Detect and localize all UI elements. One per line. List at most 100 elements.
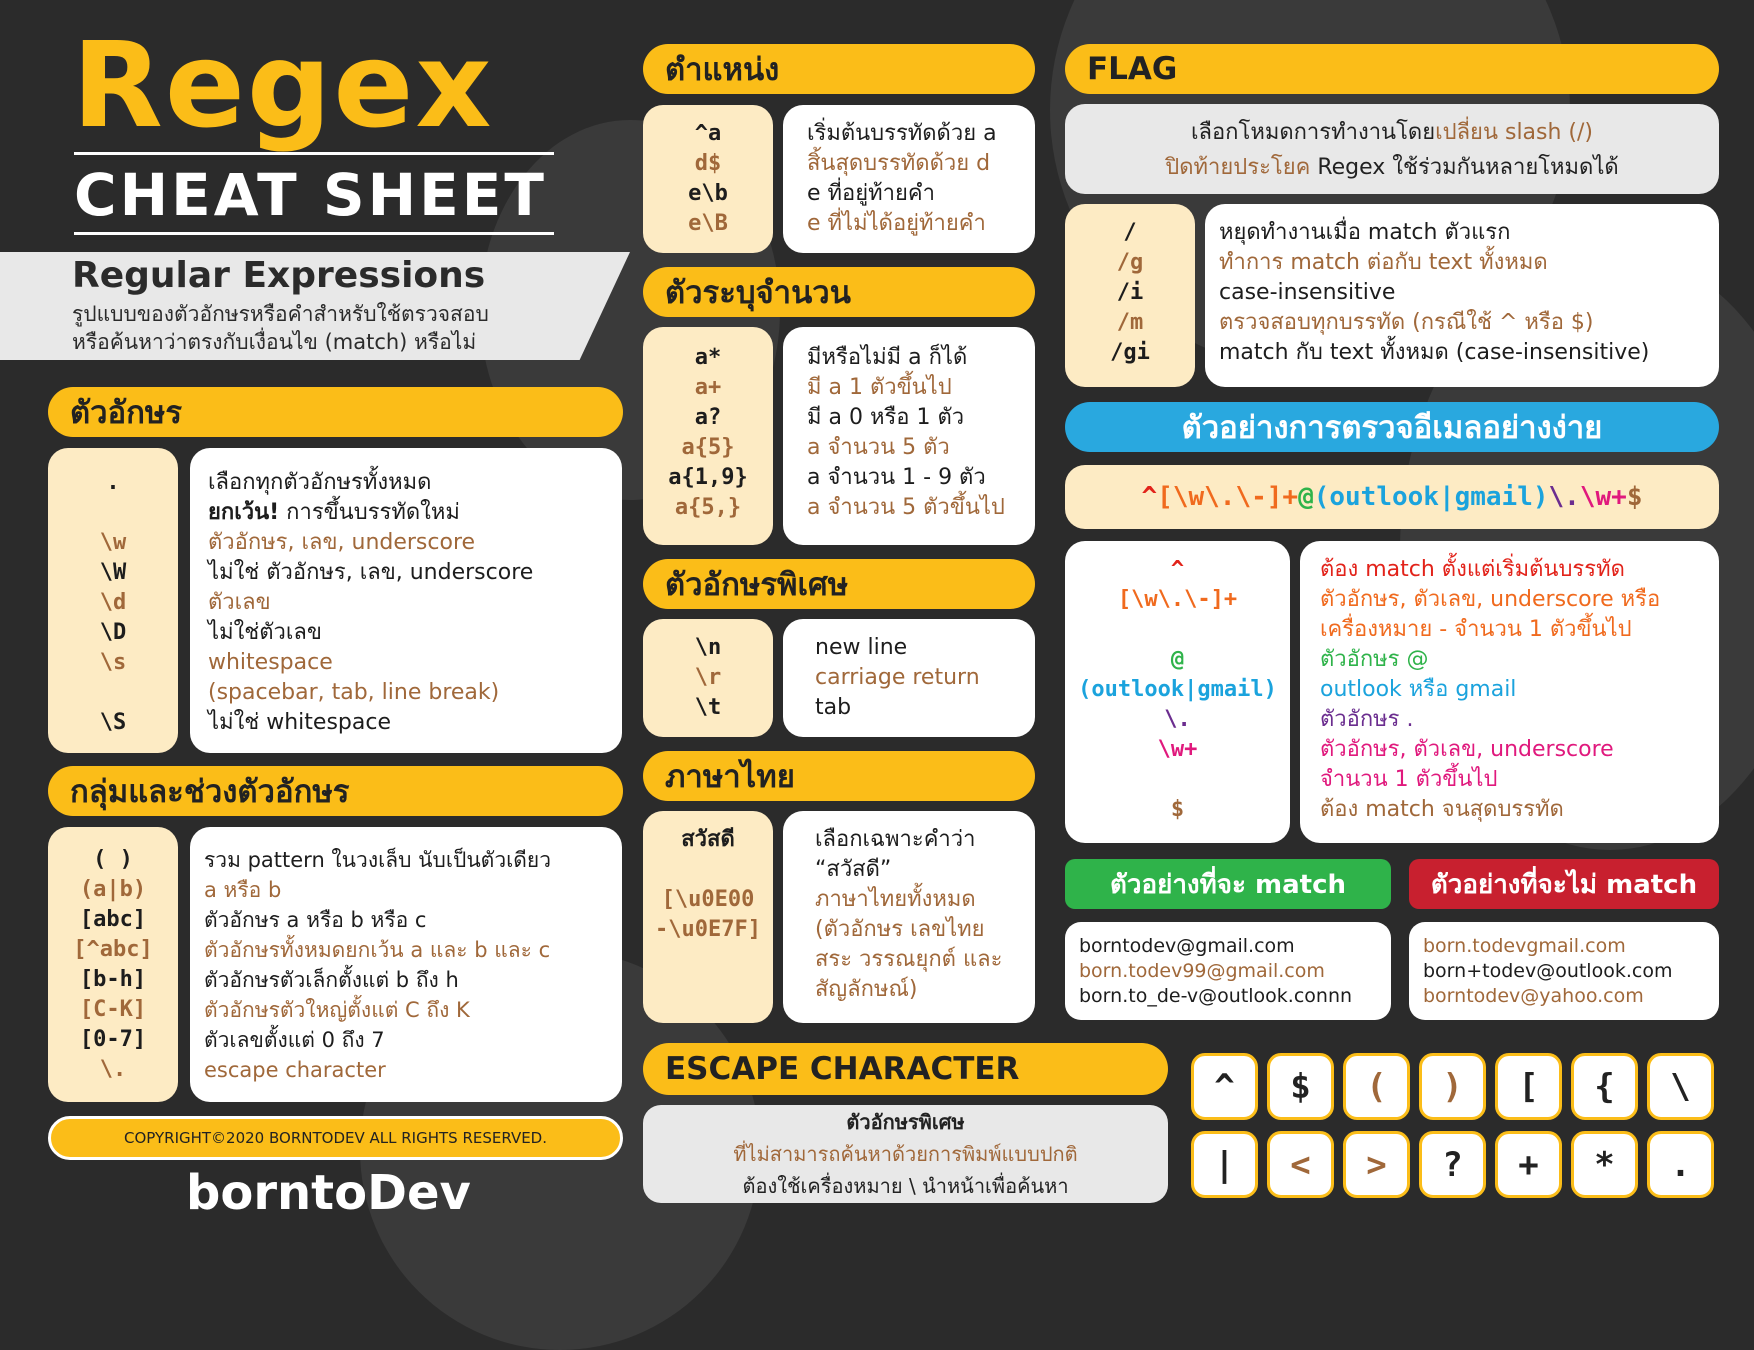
desc: เลือกทุกตัวอักษรทั้งหมด	[208, 470, 432, 495]
desc: a จำนวน 5 ตัว	[807, 435, 950, 460]
code: \S	[99, 710, 127, 735]
code: \w+	[1157, 737, 1198, 762]
code: e\B	[688, 211, 728, 236]
desc: e ที่อยู่ท้ายคำ	[807, 181, 935, 206]
desc: (spacebar, tab, line break)	[208, 680, 500, 705]
code: -\u0E7F]	[655, 917, 761, 942]
code: สวัสดี	[681, 827, 735, 852]
code: \d	[99, 590, 127, 615]
regex-part: $	[1626, 482, 1643, 512]
desc: a หรือ b	[204, 878, 282, 902]
section-header-quantifier: ตัวระบุจำนวน	[643, 267, 1035, 317]
section-header-escape: ESCAPE CHARACTER	[643, 1043, 1168, 1095]
desc: การขึ้นบรรทัดใหม่	[286, 500, 460, 525]
escape-key: +	[1495, 1131, 1562, 1198]
escape-line: ที่ไม่สามารถค้นหาด้วยการพิมพ์แบบปกติ	[733, 1142, 1078, 1166]
flag-intro-text: เลือกโหมดการทำงานโดย	[1190, 120, 1436, 145]
section-header-flag: FLAG	[1065, 44, 1719, 94]
desc: ตัวอักษร @	[1320, 647, 1429, 672]
email-codes: ^ [\w\.\-]+ @ (outlook|gmail) \. \w+ $	[1065, 541, 1290, 843]
except-label: ยกเว้น!	[208, 500, 280, 525]
code: ( )	[93, 847, 133, 872]
desc: จำนวน 1 ตัวขึ้นไป	[1320, 767, 1498, 792]
desc: มี a 1 ตัวขึ้นไป	[807, 375, 952, 400]
desc: carriage return	[815, 665, 980, 690]
code: \t	[694, 695, 722, 720]
desc: ต้อง match ตั้งแต่เริ่มต้นบรรทัด	[1320, 557, 1625, 582]
code: @	[1170, 647, 1185, 672]
regex-part: [\w\.\-]+	[1157, 482, 1299, 512]
desc: เลือกเฉพาะคำว่า	[815, 827, 976, 852]
code: a{5}	[681, 435, 735, 460]
section-header-characters: ตัวอักษร	[48, 387, 623, 437]
desc: a จำนวน 1 - 9 ตัว	[807, 465, 986, 490]
code: e\b	[688, 181, 728, 206]
desc: a จำนวน 5 ตัวขึ้นไป	[807, 495, 1005, 520]
code: [\u0E00	[661, 887, 755, 912]
code: /g	[1116, 250, 1144, 275]
code: \W	[99, 560, 127, 585]
code: [\w\.\-]+	[1117, 587, 1238, 612]
groups-codes: ( ) (a|b) [abc] [^abc] [b-h] [C-K] [0-7]…	[48, 827, 178, 1102]
escape-key: {	[1571, 1053, 1638, 1120]
escape-key: >	[1343, 1131, 1410, 1198]
email-descriptions: ต้อง match ตั้งแต่เริ่มต้นบรรทัด ตัวอักษ…	[1300, 541, 1719, 843]
regex-part: \w+	[1579, 482, 1627, 512]
desc: เครื่องหมาย - จำนวน 1 ตัวขึ้นไป	[1320, 617, 1632, 642]
quantifier-codes: a* a+ a? a{5} a{1,9} a{5,}	[643, 327, 773, 545]
escape-line: ตัวอักษรพิเศษ	[846, 1110, 965, 1134]
desc: case-insensitive	[1219, 280, 1396, 305]
code: \w	[99, 530, 127, 555]
code: a?	[694, 405, 722, 430]
escape-key: ^	[1191, 1053, 1258, 1120]
desc: ตัวอักษร, ตัวเลข, underscore หรือ	[1320, 587, 1661, 612]
desc: ภาษาไทยทั้งหมด	[815, 887, 976, 912]
section-header-thai: ภาษาไทย	[643, 751, 1035, 801]
desc: รวม pattern ในวงเล็บ นับเป็นตัวเดียว	[204, 848, 552, 872]
code: d$	[694, 151, 722, 176]
match-header: ตัวอย่างที่จะ match	[1065, 859, 1391, 909]
desc: ตัวอักษรตัวเล็กตั้งแต่ b ถึง h	[204, 968, 459, 992]
section-header-special: ตัวอักษรพิเศษ	[643, 559, 1035, 609]
section-header-email: ตัวอย่างการตรวจอีเมลอย่างง่าย	[1065, 402, 1719, 452]
desc: สิ้นสุดบรรทัดด้วย d	[807, 151, 991, 176]
intro-text: รูปแบบของตัวอักษรหรือคำสำหรับใช้ตรวจสอบ	[72, 302, 489, 326]
code: \.	[99, 1057, 127, 1082]
quantifier-descriptions: มีหรือไม่มี a ก็ได้ มี a 1 ตัวขึ้นไป มี …	[783, 327, 1035, 545]
desc: (ตัวอักษร เลขไทย	[815, 917, 985, 942]
desc: tab	[815, 695, 852, 720]
regex-part: ^	[1141, 482, 1158, 512]
desc: ไม่ใช่ ตัวอักษร, เลข, underscore	[208, 560, 534, 585]
thai-codes: สวัสดี [\u0E00 -\u0E7F]	[643, 811, 773, 1023]
intro-heading: Regular Expressions	[72, 255, 486, 296]
desc: ตัวอักษรตัวใหญ่ตั้งแต่ C ถึง K	[204, 998, 470, 1022]
special-codes: \n \r \t	[643, 619, 773, 737]
desc: ไม่ใช่ whitespace	[208, 710, 391, 735]
code: a+	[694, 375, 722, 400]
code: (a|b)	[79, 877, 147, 902]
email-heading: ตัวอย่างการตรวจอีเมลอย่างง่าย	[1181, 410, 1603, 446]
code: /i	[1116, 280, 1144, 305]
regex-part: \.	[1548, 482, 1580, 512]
escape-key: (	[1343, 1053, 1410, 1120]
regex-part: @	[1298, 482, 1314, 512]
desc: มี a 0 หรือ 1 ตัว	[807, 405, 965, 430]
code: [C-K]	[79, 997, 147, 1022]
desc: new line	[815, 635, 908, 660]
code: \D	[99, 620, 127, 645]
desc: ตัวอักษร, ตัวเลข, underscore	[1320, 737, 1614, 762]
position-codes: ^a d$ e\b e\B	[643, 105, 773, 253]
example: born+todev@outlook.com	[1423, 960, 1673, 982]
desc: match กับ text ทั้งหมด (case-insensitive…	[1219, 340, 1650, 365]
escape-key: \	[1647, 1053, 1714, 1120]
desc: ตัวอักษร a หรือ b หรือ c	[204, 908, 427, 932]
code: /gi	[1110, 340, 1150, 365]
copyright-bar: COPYRIGHT©2020 BORNTODEV ALL RIGHTS RESE…	[48, 1116, 623, 1160]
flag-descriptions: หยุดทำงานเมื่อ match ตัวแรก ทำการ match …	[1205, 204, 1719, 387]
code: a{1,9}	[668, 465, 748, 490]
desc: ไม่ใช่ตัวเลข	[208, 620, 322, 645]
desc: สัญลักษณ์)	[815, 977, 918, 1002]
title-rule	[74, 152, 554, 155]
desc: ตัวอักษร, เลข, underscore	[208, 530, 476, 555]
code: ^a	[694, 121, 722, 146]
